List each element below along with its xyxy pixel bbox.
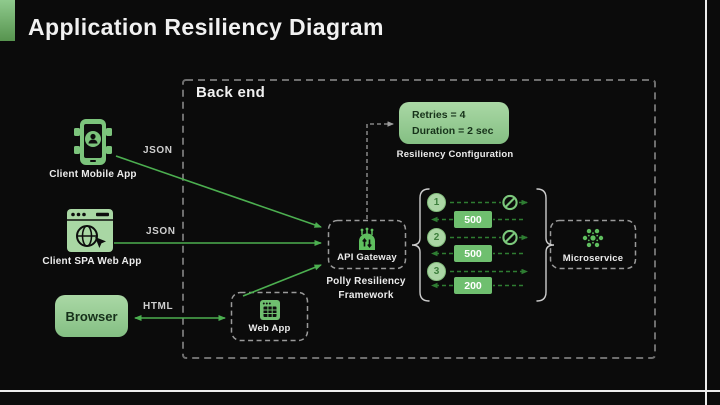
api-gateway-node: API Gateway [328,220,406,269]
webapp-node: Web App [231,292,308,341]
json-label-spa: JSON [146,226,176,237]
polly-framework-label: Polly Resiliency Framework [326,276,406,301]
attempt-3-badge: 3 [427,262,446,281]
web-app-icon [259,300,280,320]
backend-label: Back end [196,84,266,101]
attempt-1-badge: 1 [427,193,446,212]
microservice-label: Microservice [562,253,624,264]
attempt-3-number: 3 [433,266,440,277]
config-retries: Retries = 4 [412,108,466,121]
api-gateway-icon [359,227,375,250]
response-1-code: 500 [464,213,482,226]
html-label: HTML [143,301,174,312]
attempt-2-badge: 2 [427,228,446,247]
response-200-badge: 200 [454,277,492,294]
title-accent-bar [0,0,15,41]
config-duration: Duration = 2 sec [412,125,494,137]
response-3-code: 200 [464,279,482,292]
client-spa-label: Client SPA Web App [42,256,142,267]
arrow-mobile-to-gateway [115,155,322,228]
browser-label: Browser [65,308,118,324]
client-mobile-label: Client Mobile App [49,169,137,180]
microservice-icon [582,228,604,248]
mobile-app-icon [74,119,112,165]
attempt-2-number: 2 [433,232,440,243]
webapp-label: Web App [248,323,291,334]
api-gateway-label: API Gateway [337,251,397,263]
response-2-code: 500 [464,247,482,260]
browser-node: Browser [55,295,128,337]
spa-web-icon [67,209,113,252]
microservice-node: Microservice [550,220,636,269]
response-500-badge-1: 500 [454,211,492,228]
resiliency-config-node: Retries = 4 Duration = 2 sec [399,102,509,144]
response-500-badge-2: 500 [454,245,492,262]
frame-line-vertical [705,0,707,405]
arrow-gateway-to-config [366,121,394,219]
frame-line-horizontal [0,390,720,392]
resiliency-config-caption: Resiliency Configuration [396,149,514,160]
json-label-mobile: JSON [143,145,173,156]
blocked-icon [502,194,518,246]
attempt-1-number: 1 [433,197,440,208]
page-title: Application Resiliency Diagram [28,14,384,40]
